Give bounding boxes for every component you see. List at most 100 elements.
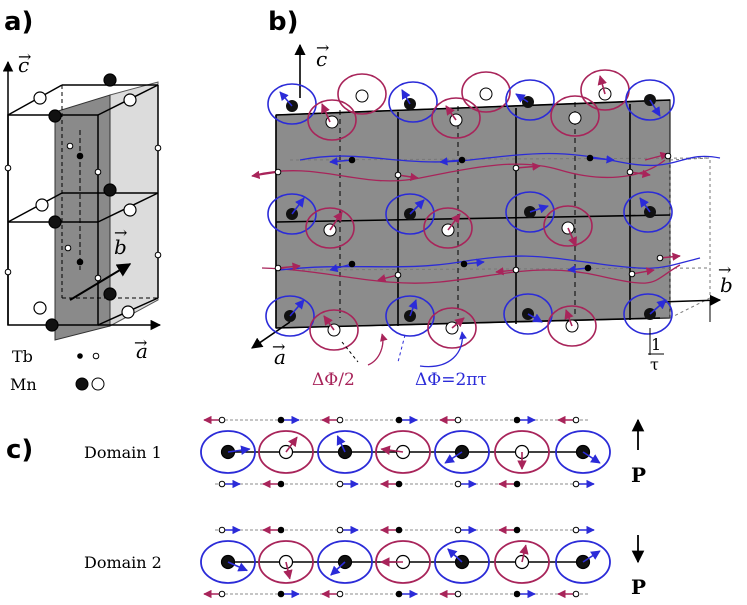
tb-atom — [513, 526, 521, 534]
tb-atom — [277, 590, 285, 598]
mn-spin-arrow — [336, 435, 346, 453]
shaded-ac-plane — [275, 99, 671, 329]
mn-ellipse-red — [494, 540, 550, 584]
tb-atom — [336, 480, 344, 488]
vector-arrow: → — [316, 38, 329, 57]
phase-guide — [397, 334, 406, 363]
mn-ellipse-blue — [434, 540, 490, 584]
legend-tb-open — [92, 352, 100, 360]
inv-tau-numerator: 1 — [651, 335, 661, 354]
domain-2-label: Domain 2 — [84, 553, 162, 572]
mn-spin-arrow — [444, 451, 463, 464]
shaded-plane-dark — [54, 94, 111, 341]
tb-atom — [454, 526, 462, 534]
mn-atoms — [33, 73, 137, 332]
tb-atom — [218, 526, 226, 534]
tb-atom — [277, 526, 285, 534]
tb-atom — [454, 590, 462, 598]
legend-mn-label: Mn — [10, 375, 37, 394]
mn-ellipse-blue — [555, 430, 611, 474]
tb-atom — [513, 480, 521, 488]
tb-atoms — [4, 142, 162, 282]
legend-tb-filled — [77, 353, 83, 359]
polarization-label-2: P — [631, 575, 646, 599]
axis-b-label: b — [720, 273, 733, 297]
phase-guide — [341, 341, 359, 363]
axis-b-label: b — [114, 235, 127, 259]
panel-c-label: c) — [6, 435, 33, 465]
tb-atom — [513, 416, 521, 424]
mn-spin-arrow — [283, 561, 293, 580]
tb-atom — [395, 590, 403, 598]
vector-arrow: → — [114, 223, 127, 242]
mn-spin-arrow — [519, 544, 529, 563]
phase-arc-red — [367, 333, 388, 366]
legend-tb-label: Tb — [12, 347, 33, 366]
mn-spin-arrow — [227, 561, 248, 572]
tb-atom — [218, 480, 226, 488]
vector-arrow: → — [18, 47, 31, 66]
spin-arrows-b — [289, 75, 667, 331]
mn-ellipse-blue — [317, 540, 373, 584]
mn-spin-arrow — [285, 436, 298, 453]
tb-atom — [572, 416, 580, 424]
panel-b: b) c → b → a → — [251, 7, 733, 390]
phase-arc-blue — [419, 331, 467, 368]
mn-spin-arrow — [380, 445, 404, 455]
axis-a-arrow — [251, 321, 291, 349]
mn-spin-arrow — [447, 548, 463, 563]
axis-c-label: c — [18, 53, 29, 77]
panel-c: c) Domain 1 Domain 2 P P — [6, 415, 646, 599]
domain-rows — [200, 415, 611, 599]
tb-atom — [513, 590, 521, 598]
axis-b-arrow — [69, 263, 132, 301]
mn-ellipse-red — [494, 430, 550, 474]
tb-atom — [277, 480, 285, 488]
tb-atom — [454, 480, 462, 488]
delta-phi-full-label: ΔΦ=2πτ — [415, 370, 487, 390]
vector-arrow: → — [134, 333, 147, 352]
tb-arrows-b — [251, 151, 681, 283]
tb-atom — [218, 590, 226, 598]
tb-atom — [336, 416, 344, 424]
axis-a-label: a — [136, 339, 148, 363]
inv-tau-denominator: τ — [650, 355, 659, 374]
mn-ellipse-red — [258, 540, 314, 584]
mn-spin-arrow — [227, 445, 251, 455]
tb-atom — [336, 590, 344, 598]
tb-atom — [218, 416, 226, 424]
polarization-label-1: P — [631, 463, 646, 487]
tb-wave-red — [254, 159, 666, 182]
mn-ellipse-blue — [317, 430, 373, 474]
panel-a-label: a) — [4, 7, 33, 37]
tb-atom — [395, 480, 403, 488]
tb-atom — [572, 480, 580, 488]
mn-ellipse-blue — [200, 430, 256, 474]
vector-arrow: → — [718, 260, 731, 279]
tb-wave-blue — [299, 152, 721, 166]
tb-atom — [572, 590, 580, 598]
mn-ellipse-blue — [555, 540, 611, 584]
domain-1-label: Domain 1 — [84, 443, 162, 462]
mn-ellipse-red — [258, 430, 314, 474]
mn-ellipse-red — [375, 540, 431, 584]
legend-mn-filled — [75, 377, 89, 391]
mn-ellipse-blue — [200, 540, 256, 584]
axis-a-label: a — [274, 345, 286, 369]
mn-ellipse-blue — [434, 430, 490, 474]
mn-ellipse-red — [375, 430, 431, 474]
mn-spin-arrow — [582, 451, 601, 464]
tb-atom — [395, 526, 403, 534]
legend-mn-open — [91, 377, 105, 391]
delta-phi-half-label: ΔΦ/2 — [312, 370, 355, 390]
tb-atom — [277, 416, 285, 424]
panel-a: a) c → a → b → — [2, 7, 162, 394]
tb-atom — [336, 526, 344, 534]
tb-atom — [572, 526, 580, 534]
tb-atom — [395, 416, 403, 424]
tb-atoms-b — [274, 152, 672, 279]
axis-c-label: c — [316, 47, 327, 71]
vector-arrow: → — [272, 337, 285, 356]
mn-spin-arrow — [330, 561, 346, 576]
